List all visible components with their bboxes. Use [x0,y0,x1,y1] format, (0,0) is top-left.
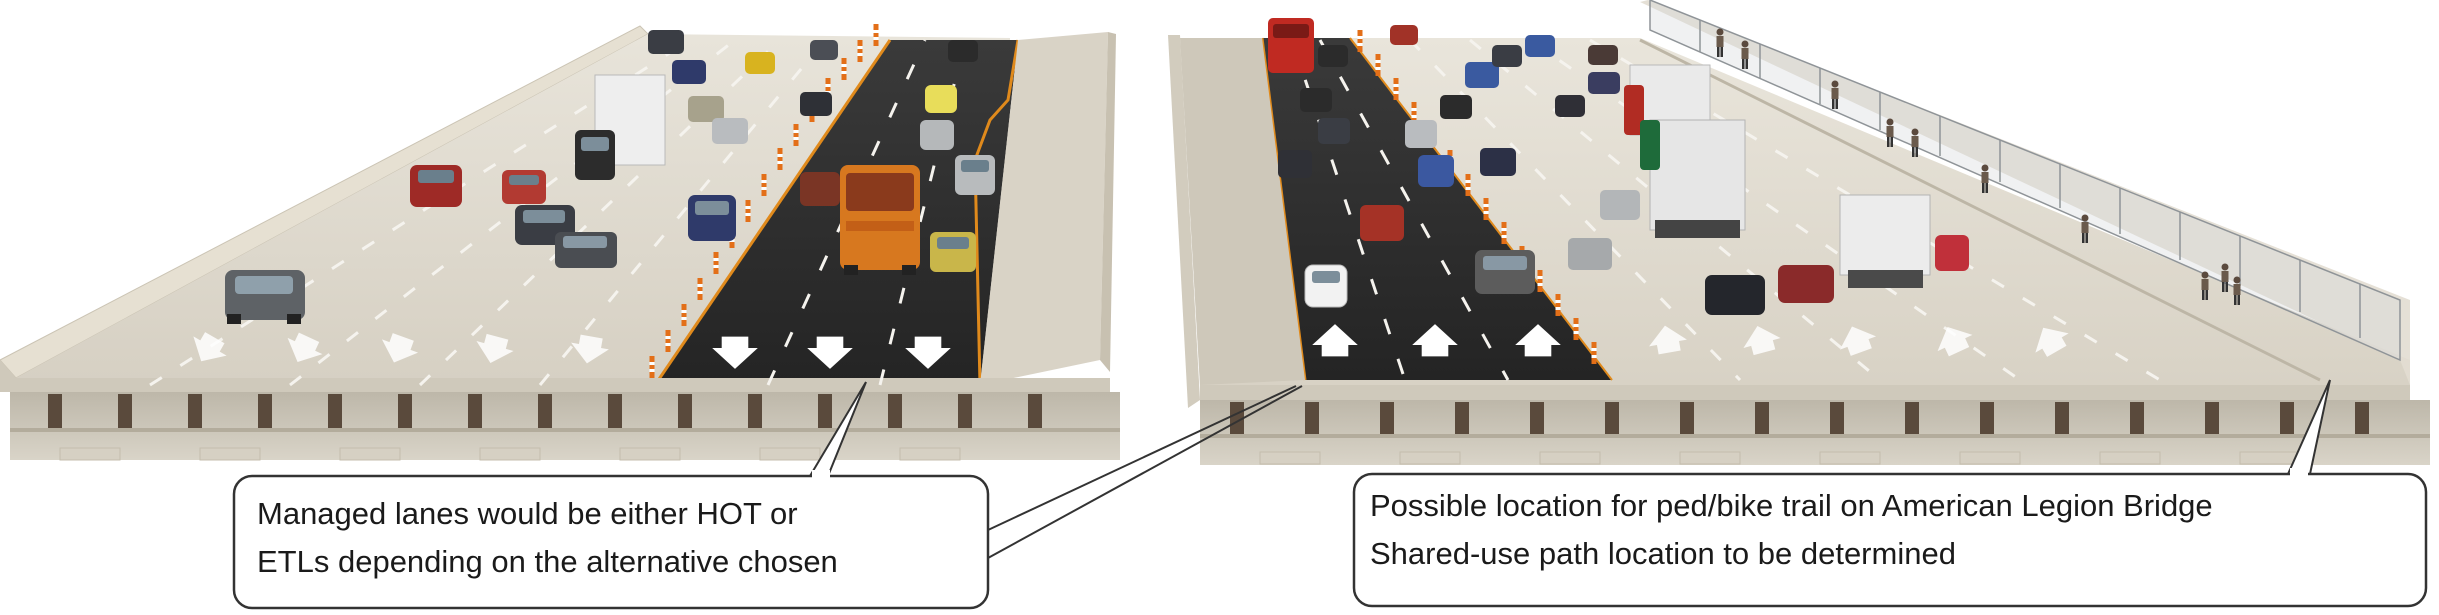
car-icon [1568,238,1612,270]
car-icon [1555,95,1585,117]
car-icon [672,60,706,84]
right-girder-beams [1230,402,2369,434]
truck-icon [1839,194,1931,288]
left-inner-barrier [980,32,1108,385]
car-icon [810,40,838,60]
callout-right [1352,379,2428,608]
car-icon [712,118,748,144]
callout-left-line-1: Managed lanes would be either HOT or [257,496,798,531]
callout-left [232,381,1303,610]
car-icon [800,172,840,206]
car-icon [925,85,957,113]
left-vehicles [225,30,995,324]
bus-icon [840,165,920,275]
car-icon [688,195,736,241]
car-icon [1418,155,1454,187]
car-icon [1360,205,1404,241]
truck-icon [1640,119,1746,238]
car-icon [955,155,995,195]
car-icon [800,92,832,116]
car-icon [225,270,305,324]
callout-left-text: Managed lanes would be either HOT or ETL… [257,490,838,586]
car-icon [1440,95,1472,119]
car-icon [745,52,775,74]
car-icon [1588,45,1618,65]
truck-icon [575,74,666,180]
callout-right-line-1: Possible location for ped/bike trail on … [1370,488,2213,523]
left-bridge [0,24,1120,461]
callout-right-line-2: Shared-use path location to be determine… [1370,536,1956,571]
truck-icon [1268,18,1314,73]
car-icon [930,232,976,272]
car-icon [1480,148,1516,176]
car-icon [1600,190,1640,220]
car-icon [1935,235,1969,271]
car-icon [410,165,462,207]
car-icon [502,170,546,204]
right-vehicles [1268,18,1969,315]
car-icon [1492,45,1522,67]
car-icon [1588,72,1620,94]
car-icon [1390,25,1418,45]
car-icon [1318,45,1348,67]
car-icon [1705,275,1765,315]
callout-left-line-2: ETLs depending on the alternative chosen [257,544,838,579]
car-icon [1778,265,1834,303]
car-icon [1475,250,1535,294]
car-icon [1304,264,1348,308]
car-icon [555,232,617,268]
car-icon [1405,120,1437,148]
car-icon [648,30,684,54]
callout-right-text: Possible location for ped/bike trail on … [1370,482,2213,578]
left-girder-beams [48,394,1042,428]
car-icon [1278,150,1312,178]
right-bridge [1168,0,2430,465]
car-icon [920,120,954,150]
car-icon [688,96,724,122]
car-icon [1525,35,1555,57]
car-icon [1318,118,1350,144]
car-icon [1465,62,1499,88]
car-icon [1300,88,1332,112]
car-icon [948,40,978,62]
